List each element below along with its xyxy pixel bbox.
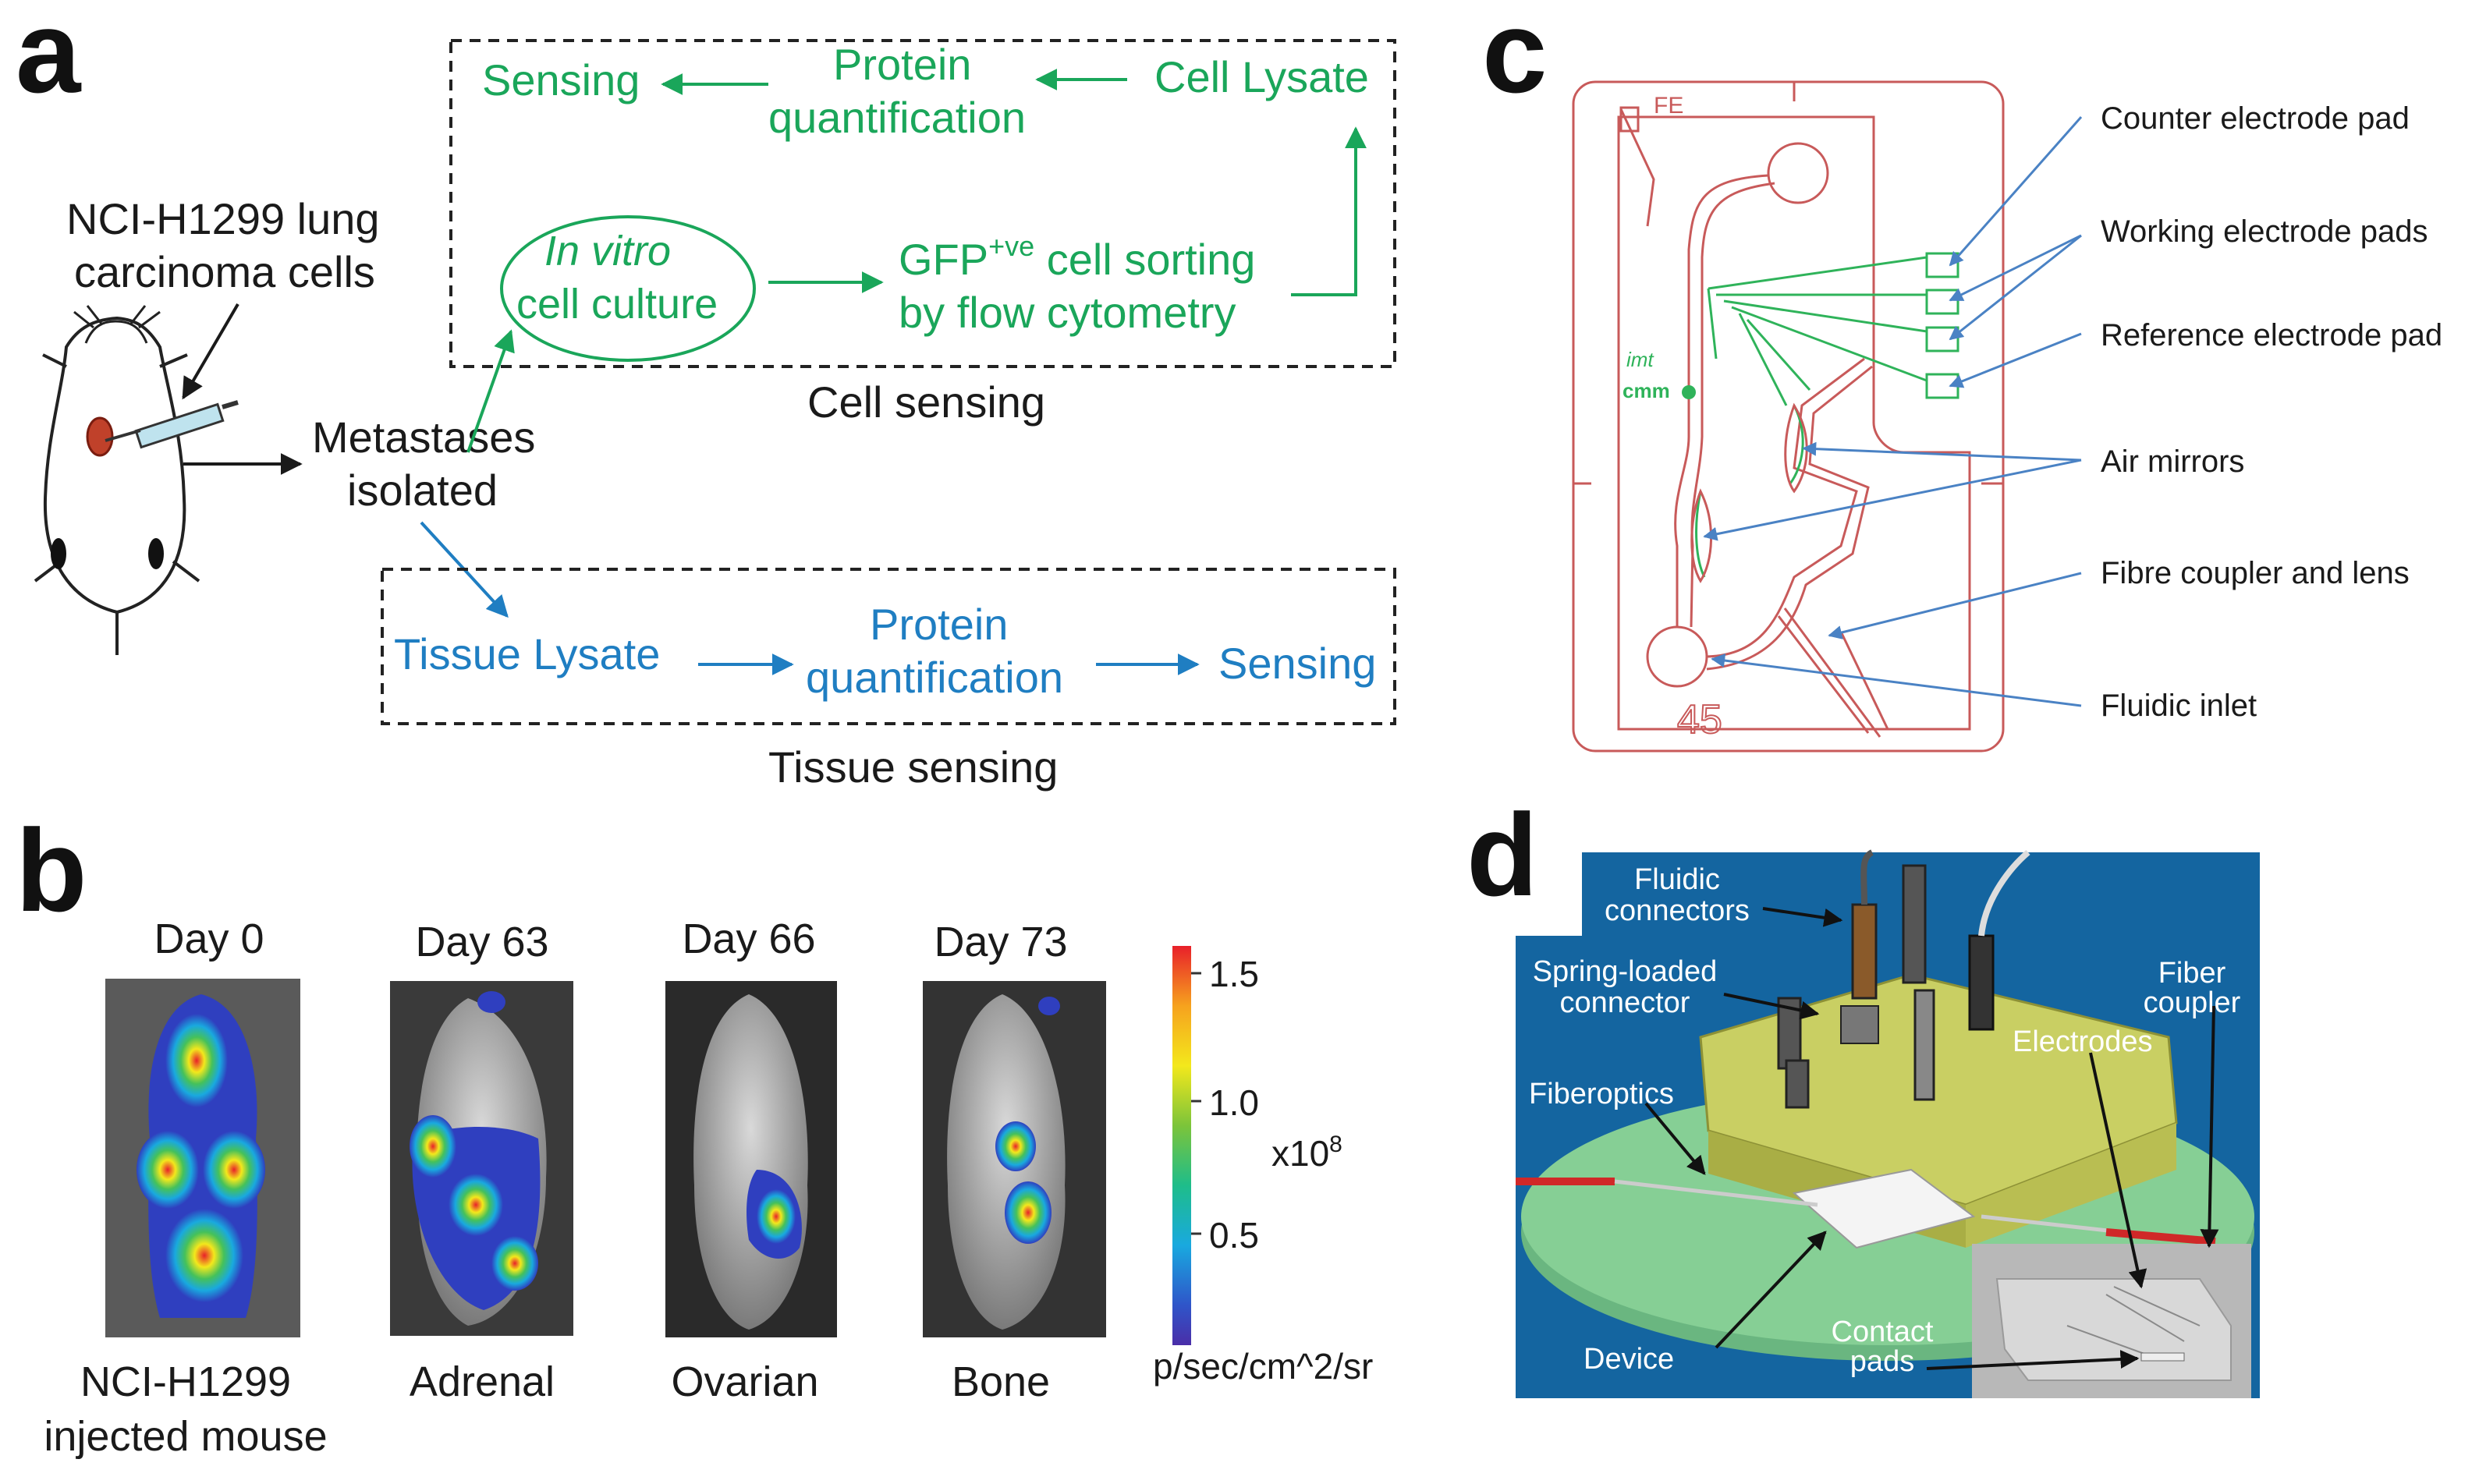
gfp-line2: by flow cytometry	[899, 288, 1236, 337]
label-counter-electrode: Counter electrode pad	[2101, 101, 2410, 136]
label-fibre-coupler: Fibre coupler and lens	[2101, 556, 2410, 590]
cell-sensing-caption: Cell sensing	[807, 377, 1045, 427]
tissue-lysate: Tissue Lysate	[394, 629, 660, 678]
cells-label-line2: carcinoma cells	[74, 247, 375, 296]
fluidic-connector-icons	[1777, 849, 2030, 1109]
panel-letter-b: b	[16, 805, 87, 936]
arrow-cells-to-mouse	[182, 303, 239, 400]
image-label-3: Bone	[952, 1358, 1050, 1405]
electrode-traces	[1695, 252, 1959, 578]
mouse-illustration	[34, 305, 239, 655]
panel-letter-a: a	[16, 0, 82, 117]
arrow-gfp-to-lysate	[1291, 126, 1367, 296]
colorbar-tick-1: 1.5	[1209, 954, 1259, 994]
cell-sensing-box	[449, 39, 1396, 368]
label-fluidic-line2: connectors	[1605, 894, 1750, 927]
image-label-2: Ovarian	[671, 1358, 818, 1405]
tissue-sensing-sensing: Sensing	[1218, 639, 1376, 688]
label-fiberoptics: Fiberoptics	[1529, 1078, 1674, 1110]
metastases-line2: isolated	[347, 466, 498, 515]
mouse-image-day73	[923, 981, 1106, 1337]
gfp-line1: GFP+ve cell sorting	[899, 230, 1255, 284]
panel-b: Day 0 Day 63 Day 66 Day 73	[44, 916, 1373, 1460]
day-label-0: Day 0	[154, 916, 264, 962]
arrow-metastases-to-culture	[466, 329, 515, 453]
image-label-0-line2: injected mouse	[44, 1413, 327, 1460]
colorbar	[1172, 946, 1191, 1345]
colorbar-unit: p/sec/cm^2/sr	[1153, 1346, 1373, 1387]
label-spring-line1: Spring-loaded	[1533, 955, 1718, 988]
image-label-0-line1: NCI-H1299	[80, 1358, 291, 1405]
device-chip	[1792, 1168, 1976, 1249]
label-reference-electrode: Reference electrode pad	[2101, 318, 2442, 352]
tissue-sensing-caption: Tissue sensing	[768, 742, 1058, 792]
panel-d-arrows	[1644, 907, 2219, 1370]
chip-number: 45	[1677, 697, 1722, 742]
label-fluidic-line1: Fluidic	[1634, 863, 1720, 896]
cell-protein-line1: Protein	[833, 40, 971, 89]
label-electrodes: Electrodes	[2013, 1025, 2153, 1058]
panel-letter-c: c	[1482, 0, 1547, 117]
chip-logo-imt: imt	[1626, 348, 1654, 371]
panel-d: Fluidic connectors Spring-loaded connect…	[1516, 849, 2260, 1398]
cell-lysate: Cell Lysate	[1154, 52, 1369, 101]
mouse-image-day0	[105, 979, 300, 1337]
label-device: Device	[1584, 1343, 1674, 1376]
label-fiber-coupler-line1: Fiber	[2158, 957, 2226, 990]
day-label-1: Day 63	[415, 919, 548, 965]
panel-a: NCI-H1299 lung carcinoma cells Metastase…	[34, 39, 1396, 792]
colorbar-tick-2: 1.0	[1209, 1082, 1259, 1123]
cells-label-line1: NCI-H1299 lung	[66, 194, 380, 243]
label-fiber-coupler-line2: coupler	[2144, 986, 2241, 1019]
tissue-protein-line1: Protein	[870, 600, 1008, 649]
tissue-sensing-box	[381, 568, 1396, 725]
in-vitro-ellipse	[500, 215, 756, 362]
label-working-electrode: Working electrode pads	[2101, 214, 2428, 249]
label-contact-line1: Contact	[1832, 1316, 1934, 1348]
day-label-3: Day 73	[934, 919, 1067, 965]
syringe-icon	[105, 400, 239, 449]
tissue-protein-line2: quantification	[806, 653, 1063, 702]
cell-protein-line2: quantification	[768, 93, 1026, 142]
colorbar-multiplier: x108	[1271, 1132, 1342, 1174]
image-label-1: Adrenal	[410, 1358, 555, 1405]
mouse-image-day63	[390, 981, 573, 1336]
fiberoptic-right	[2105, 1228, 2216, 1245]
label-fluidic-inlet: Fluidic inlet	[2101, 689, 2257, 723]
panel-c-leader-lines	[1703, 116, 2083, 707]
panel-letter-d: d	[1466, 789, 1538, 920]
cell-sensing-sensing: Sensing	[482, 55, 640, 104]
day-label-2: Day 66	[682, 916, 815, 962]
label-air-mirrors: Air mirrors	[2101, 444, 2244, 479]
label-contact-line2: pads	[1850, 1345, 1914, 1378]
label-spring-line2: connector	[1560, 986, 1690, 1019]
in-vitro-line1: In vitro	[544, 228, 671, 274]
air-mirrors	[1690, 402, 1808, 583]
mouse-image-day66	[665, 981, 837, 1337]
panel-c: imt cmm FE 45 Counter electrode pad Work…	[1572, 80, 2442, 753]
chip-mark: FE	[1654, 93, 1683, 119]
chip-logo-cmm: cmm	[1623, 379, 1670, 402]
chip-layout	[1572, 80, 2005, 753]
colorbar-tick-3: 0.5	[1209, 1215, 1259, 1256]
in-vitro-line2: cell culture	[516, 281, 718, 328]
metastases-line1: Metastases	[312, 413, 535, 462]
